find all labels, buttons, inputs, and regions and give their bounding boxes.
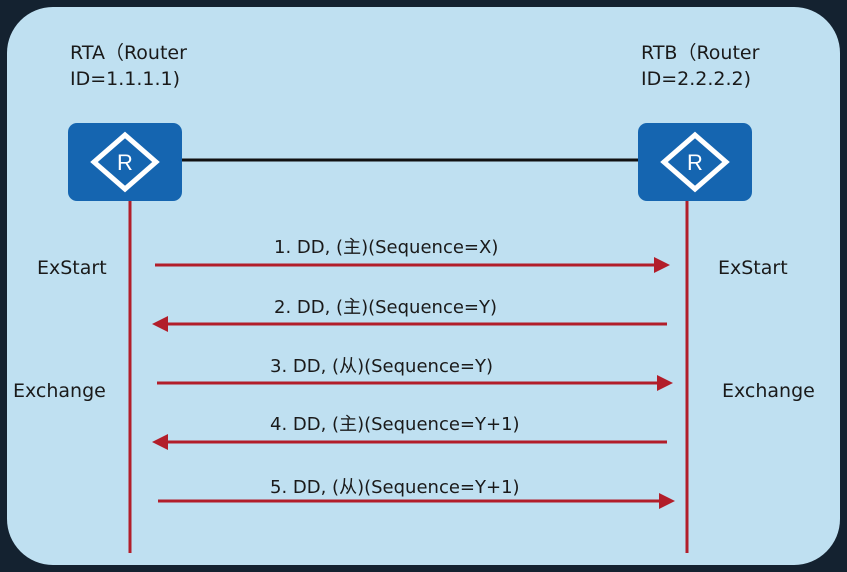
rtb-icon-letter: R	[687, 150, 703, 175]
rta-state-exchange: Exchange	[13, 380, 106, 402]
message-2-label: 2. DD, (主)(Sequence=Y)	[274, 297, 497, 318]
rta-state-exstart: ExStart	[37, 257, 107, 279]
message-1-label: 1. DD, (主)(Sequence=X)	[274, 237, 498, 258]
rtb-label: RTB（Router ID=2.2.2.2)	[641, 40, 759, 92]
message-3: 3. DD, (从)(Sequence=Y)	[157, 356, 673, 391]
message-4: 4. DD, (主)(Sequence=Y+1)	[152, 414, 667, 450]
message-5-label: 5. DD, (从)(Sequence=Y+1)	[270, 477, 520, 498]
rta-label: RTA（Router ID=1.1.1.1)	[70, 40, 187, 92]
rtb-label-line2: ID=2.2.2.2)	[641, 68, 752, 90]
message-3-arrowhead	[657, 375, 673, 391]
rtb-state-exstart: ExStart	[718, 257, 788, 279]
message-2: 2. DD, (主)(Sequence=Y)	[152, 297, 667, 332]
message-5-arrowhead	[659, 493, 675, 509]
rta-icon-letter: R	[117, 150, 133, 175]
message-2-arrowhead	[152, 316, 168, 332]
rtb-router-icon: R	[638, 123, 752, 201]
rta-label-line2: ID=1.1.1.1)	[70, 68, 181, 90]
message-1: 1. DD, (主)(Sequence=X)	[155, 237, 670, 273]
message-4-arrowhead	[152, 434, 168, 450]
message-4-label: 4. DD, (主)(Sequence=Y+1)	[270, 414, 520, 435]
message-3-label: 3. DD, (从)(Sequence=Y)	[270, 356, 493, 377]
rta-router-icon: R	[68, 123, 182, 201]
rtb-label-line1: RTB（Router	[641, 42, 760, 64]
rta-label-line1: RTA（Router	[70, 42, 187, 64]
diagram-panel	[7, 7, 840, 565]
message-5: 5. DD, (从)(Sequence=Y+1)	[158, 477, 675, 509]
message-1-arrowhead	[654, 257, 670, 273]
rtb-state-exchange: Exchange	[722, 380, 815, 402]
